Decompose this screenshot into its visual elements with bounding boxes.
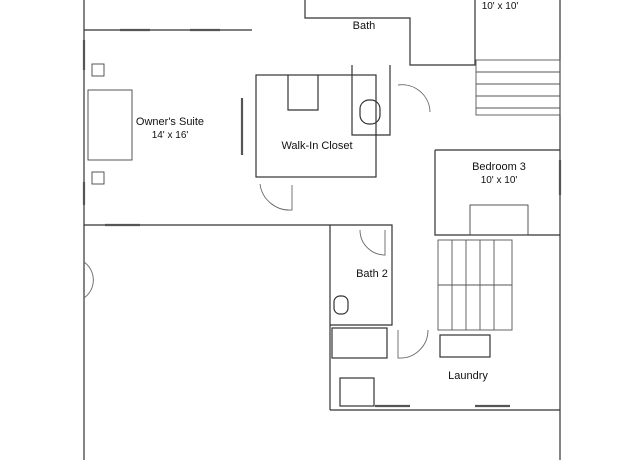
room-label-owners-suite: Owner's Suite 14' x 16' bbox=[130, 116, 210, 142]
walk-in-closet-name: Walk-In Closet bbox=[281, 140, 353, 152]
door-hall bbox=[397, 84, 431, 113]
bath-name: Bath bbox=[352, 20, 376, 32]
toilet-bowl bbox=[359, 99, 381, 125]
hall-wall bbox=[329, 225, 560, 411]
room-label-walk-in-closet: Walk-In Closet bbox=[272, 140, 362, 153]
door-left bbox=[83, 261, 94, 299]
door-laundry bbox=[397, 329, 429, 359]
door-closet bbox=[259, 183, 293, 211]
outer-wall-left bbox=[83, 0, 330, 226]
door-bath2 bbox=[359, 229, 386, 256]
bath2-toilet bbox=[333, 295, 349, 315]
bath2-tub bbox=[331, 327, 388, 359]
room-label-bedroom-top: 10' x 10' bbox=[472, 0, 528, 13]
bath-partition bbox=[351, 65, 391, 136]
staircase bbox=[437, 239, 513, 331]
laundry-appliance bbox=[439, 334, 491, 358]
bath2-wall bbox=[330, 224, 393, 326]
owners-suite-dims: 14' x 16' bbox=[151, 130, 189, 141]
owners-bed bbox=[87, 89, 133, 161]
bedroom3-dims: 10' x 10' bbox=[480, 175, 518, 186]
room-label-bedroom3: Bedroom 3 10' x 10' bbox=[464, 161, 534, 187]
closet-inner bbox=[287, 75, 319, 111]
stair-top-right bbox=[475, 59, 561, 116]
laundry-cabinet bbox=[339, 377, 375, 407]
room-label-bath: Bath bbox=[340, 20, 388, 33]
bath2-name: Bath 2 bbox=[356, 268, 388, 280]
outer-wall-top-right bbox=[304, 0, 561, 460]
owners-nightstand-top bbox=[91, 63, 105, 77]
owners-suite-name: Owner's Suite bbox=[135, 116, 205, 128]
laundry-name: Laundry bbox=[448, 370, 488, 382]
room-label-bath2: Bath 2 bbox=[348, 268, 396, 281]
bedroom3-name: Bedroom 3 bbox=[472, 161, 526, 173]
walk-in-closet-wall bbox=[255, 74, 377, 178]
bedroom3-bed bbox=[469, 204, 529, 236]
owners-nightstand-bottom bbox=[91, 171, 105, 185]
room-label-laundry: Laundry bbox=[440, 370, 496, 383]
bedroom-top-dims: 10' x 10' bbox=[481, 1, 519, 12]
